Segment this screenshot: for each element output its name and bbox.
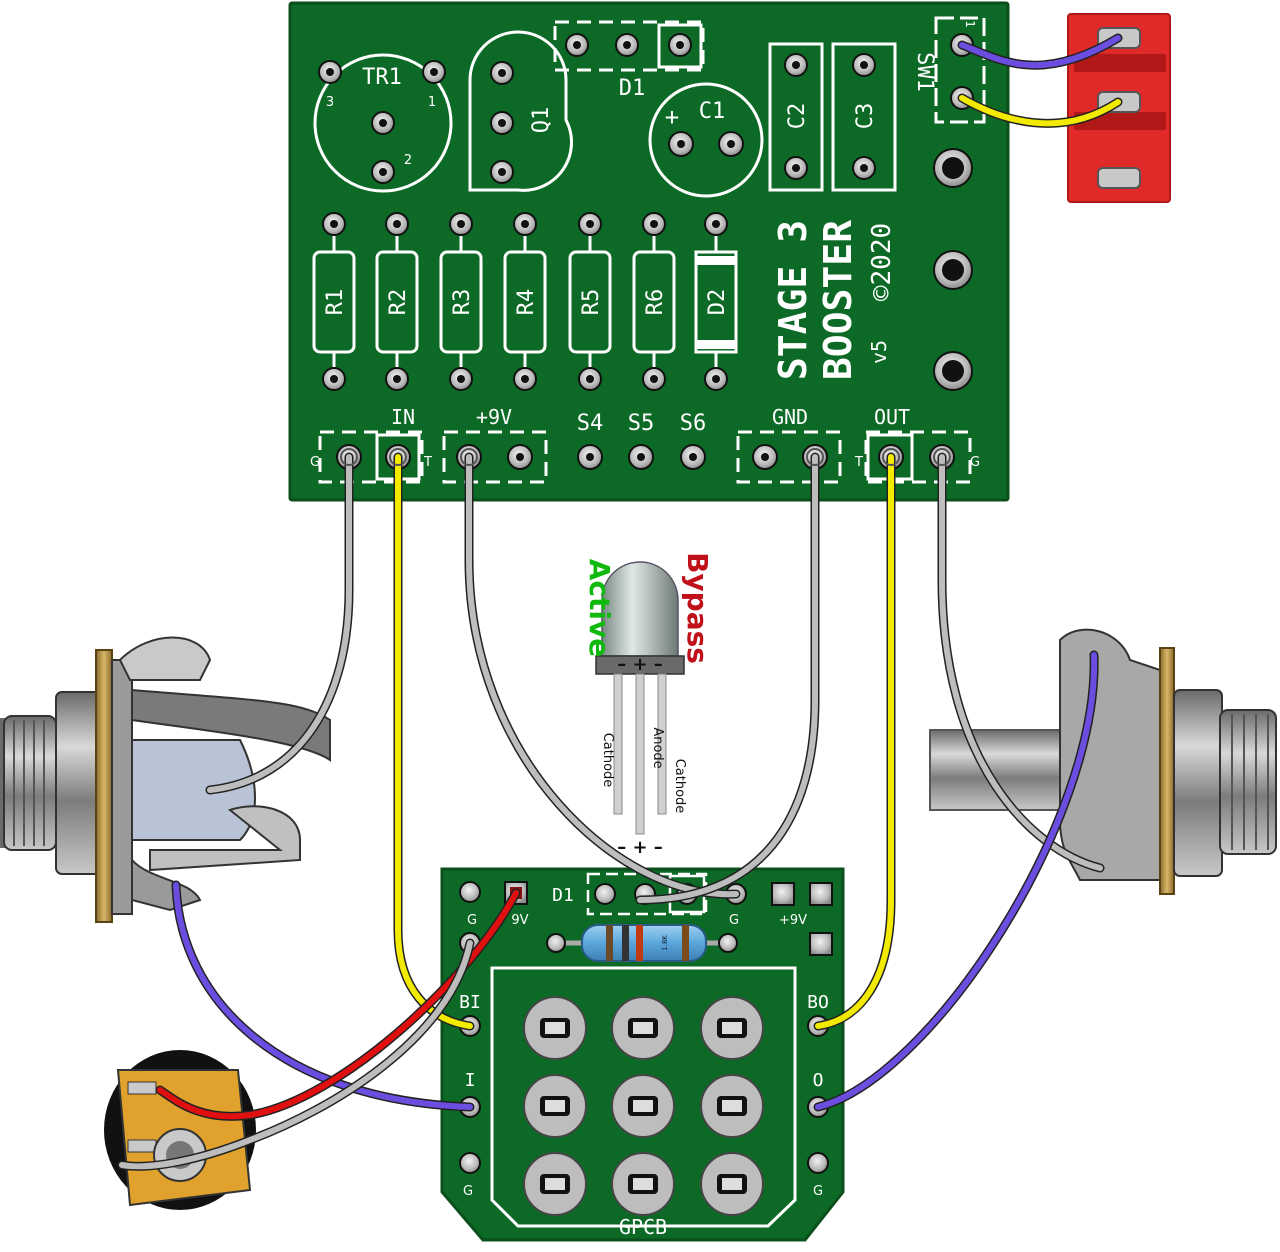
gpcb-board: G 9V D1 G +9V 1.8K <box>440 867 845 1242</box>
gpcb-9v-right-label: +9V <box>779 913 807 928</box>
d2-label: D2 <box>705 289 730 316</box>
v9-label: +9V <box>476 405 512 429</box>
sw1-pin-label: 1 <box>963 20 977 28</box>
s6-label: S6 <box>680 411 707 436</box>
copyright-label: ©2020 <box>867 223 897 301</box>
wire-9v <box>464 452 741 899</box>
gpcb-o-label: O <box>813 1070 824 1091</box>
s4-label: S4 <box>577 411 604 436</box>
c2-label: C2 <box>785 103 810 130</box>
tr1-pin3-label: 3 <box>326 95 334 110</box>
gpcb-resistor: 1.8K <box>546 924 738 962</box>
input-jack <box>0 636 331 923</box>
gpcb-g-left-label: G <box>467 913 477 928</box>
gpcb-g-right-label: G <box>729 913 739 928</box>
version-label: v5 <box>867 340 891 364</box>
gpcb-switch-pads <box>523 996 764 1216</box>
led-bypass-label: Bypass <box>681 552 714 664</box>
gpcb-g-bottom-right-label: G <box>813 1184 823 1199</box>
board-title: STAGE 3 BOOSTER ©2020 v5 <box>771 220 897 380</box>
bicolor-led: – + – – + – Cathode Anode Cathode Bypass… <box>583 552 714 858</box>
gpcb-name-label: GPCB <box>619 1215 667 1239</box>
main-pcb: TR1 3 1 2 Q1 D1 + C1 <box>288 1 1010 502</box>
sw1-label: SW1 <box>912 52 937 92</box>
gnd-label: GND <box>772 405 808 429</box>
c1-plus-label: + <box>665 103 679 131</box>
dc-power-jack <box>104 1050 256 1210</box>
gpcb-i-label: I <box>465 1070 476 1091</box>
r1-label: R1 <box>323 289 348 316</box>
in-t-label: T <box>423 455 432 470</box>
q1-label: Q1 <box>529 107 554 134</box>
tr1-label: TR1 <box>362 65 402 90</box>
r3-label: R3 <box>450 289 475 316</box>
resistor-row: R1 R2 R3 R4 <box>312 212 738 391</box>
c3-capacitor: C3 <box>831 42 897 192</box>
d1-label: D1 <box>619 76 646 101</box>
gpcb-bo-label: BO <box>807 992 829 1013</box>
jack-thread-right <box>1219 709 1277 855</box>
gpcb-resistor-value: 1.8K <box>661 935 669 951</box>
gpcb-d1-label: D1 <box>552 885 574 906</box>
led-top-signs: – + – <box>617 654 663 675</box>
led-bottom-signs: – + – <box>617 837 663 858</box>
title-line2: BOOSTER <box>816 220 860 380</box>
title-line1: STAGE 3 <box>771 220 815 380</box>
tr1-pin2-label: 2 <box>404 153 412 168</box>
jack-thread-left <box>3 715 57 851</box>
in-label: IN <box>391 405 415 429</box>
wire-output-o <box>813 650 1099 1112</box>
diode-d2: D2 <box>694 212 738 391</box>
wire-end-pads <box>340 448 951 466</box>
tr1-trimmer: TR1 3 1 2 <box>313 53 453 193</box>
r4-label: R4 <box>514 289 539 316</box>
q1-transistor: Q1 <box>468 30 573 192</box>
c2-capacitor: C2 <box>768 42 824 192</box>
gpcb-9v-left-label: 9V <box>511 913 528 928</box>
s5-label: S5 <box>628 411 655 436</box>
resistor-r6: R6 <box>632 212 676 391</box>
r5-label: R5 <box>579 289 604 316</box>
resistor-r4: R4 <box>503 212 547 391</box>
c1-label: C1 <box>699 99 726 124</box>
out-t-label: T <box>854 455 863 470</box>
led-pin-left-label: Cathode <box>600 733 615 788</box>
r6-label: R6 <box>643 289 668 316</box>
resistor-r3: R3 <box>439 212 483 391</box>
output-jack <box>929 628 1277 895</box>
gpcb-bi-label: BI <box>459 992 481 1013</box>
led-pin-mid-label: Anode <box>650 727 665 768</box>
tr1-pin1-label: 1 <box>428 95 436 110</box>
out-label: OUT <box>874 405 910 429</box>
out-g-label: G <box>970 455 980 470</box>
d1-header: D1 <box>553 20 705 101</box>
led-pin-right-label: Cathode <box>672 759 687 814</box>
resistor-r5: R5 <box>568 212 612 391</box>
in-g-label: G <box>310 455 320 470</box>
gpcb-g-bottom-left-label: G <box>463 1184 473 1199</box>
led-active-label: Active <box>583 559 616 658</box>
wires <box>117 33 1123 1171</box>
r2-label: R2 <box>386 289 411 316</box>
resistor-r1: R1 <box>312 212 356 391</box>
c3-label: C3 <box>853 103 878 130</box>
c1-capacitor: + C1 <box>648 82 764 198</box>
resistor-r2: R2 <box>375 212 419 391</box>
